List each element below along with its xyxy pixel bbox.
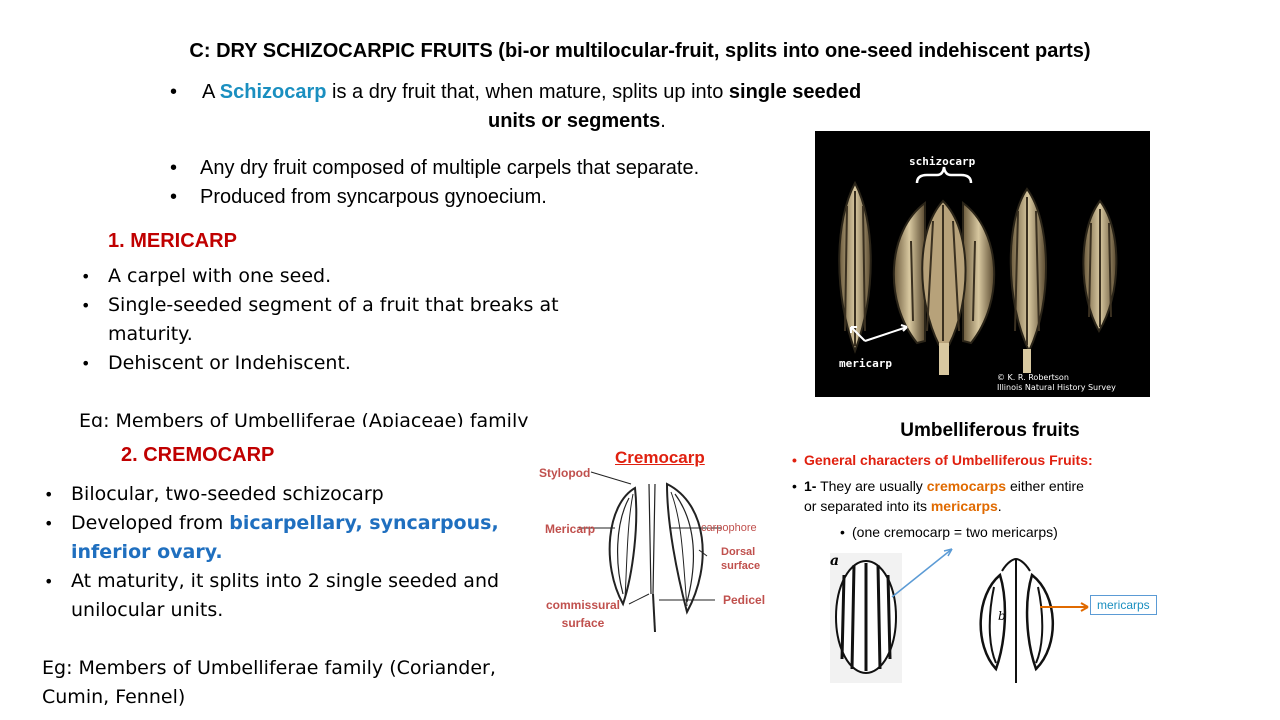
- list-item-text: A carpel with one seed.: [108, 265, 332, 287]
- list-item-text: Dehiscent or Indehiscent.: [108, 352, 351, 374]
- umbelliferous-panel: Umbelliferous fruits • General character…: [792, 412, 1188, 712]
- text: A: [202, 81, 220, 103]
- heading-cremocarp: 2. CREMOCARP: [121, 444, 275, 466]
- text: is a dry fruit that, when mature, splits…: [326, 81, 729, 103]
- diagram-label-mericarp: Mericarp: [545, 522, 596, 536]
- example-text: Eg: Members of Umbelliferae family (Cori…: [42, 657, 496, 679]
- bullet-dot: •: [44, 514, 54, 533]
- schizocarp-photo-illustration: [838, 166, 1118, 375]
- list-item-text: Single-seeded segment of a fruit that br…: [108, 294, 559, 316]
- mericarp-list: • A carpel with one seed. • Single-seeded …: [78, 262, 638, 378]
- bullet-dot: •: [81, 267, 91, 286]
- bold-text: single seeded: [728, 81, 862, 103]
- bullet-text: Produced from syncarpous gynoecium.: [200, 186, 547, 208]
- umbel-general-text: General characters of Umbelliferous Frui…: [804, 452, 1093, 468]
- bullet-dot: •: [81, 354, 91, 373]
- intro-bullet-schizocarp: • A Schizocarp is a dry fruit that, when…: [170, 78, 1000, 136]
- cremocarp-diagram-illustration: [579, 471, 721, 633]
- bullet-dot: •: [170, 186, 178, 208]
- list-item: • Single-seeded segment of a fruit that b…: [78, 291, 638, 349]
- umbel-title: Umbelliferous fruits: [900, 420, 1080, 441]
- fig-label-b: b: [998, 609, 1006, 623]
- intro-bullet-carpels: • Any dry fruit composed of multiple car…: [170, 154, 810, 183]
- example-text: Eg: Members of Umbelliferae (Apiaceae) f…: [79, 410, 529, 427]
- diagram-title: Cremocarp: [615, 448, 705, 467]
- credit-text: Illinois Natural History Survey: [997, 383, 1116, 392]
- list-item-text: maturity.: [108, 323, 193, 345]
- text: .: [997, 498, 1002, 514]
- list-item: • A carpel with one seed.: [78, 262, 638, 291]
- photo-credit: © K. R. Robertson Illinois Natural Histo…: [997, 373, 1116, 393]
- list-item: • Dehiscent or Indehiscent.: [78, 349, 638, 378]
- photo-label-schizocarp: schizocarp: [909, 155, 976, 168]
- cremocarp-list: • Bilocular, two-seeded schizocarp • Devel…: [41, 480, 561, 625]
- schizocarp-photo: schizocarp mericarp © K. R. Robertson Il…: [815, 131, 1150, 397]
- umbel-line-cremocarps: • 1- They are usually cremocarps either …: [792, 476, 1188, 516]
- label-text: commissural: [545, 598, 621, 612]
- diagram-label-carpophore: carpophore: [701, 522, 757, 534]
- umbel-fruit-illustration: [830, 548, 1089, 683]
- diagram-label-commissural: commissural surface: [543, 596, 623, 632]
- term-cremocarps: cremocarps: [926, 478, 1007, 494]
- text: either entire: [1006, 478, 1084, 494]
- bullet-dot: •: [170, 81, 178, 103]
- heading-mericarp: 1. MERICARP: [108, 230, 237, 252]
- list-item-text: At maturity, it splits into 2 single see…: [71, 570, 500, 592]
- bullet-dot: •: [44, 572, 54, 591]
- bullet-dot: •: [170, 157, 178, 179]
- equation-text: (one cremocarp = two mericarps): [852, 524, 1058, 540]
- bullet-dot: •: [792, 478, 797, 494]
- diagram-label-stylopod: Stylopod: [539, 466, 591, 480]
- bullet-dot: •: [44, 485, 54, 504]
- umbel-line-general: • General characters of Umbelliferous Fr…: [792, 450, 1188, 470]
- highlight-text: inferior ovary.: [71, 541, 223, 563]
- example-text: Cumin, Fennel): [42, 686, 186, 708]
- bullet-text: Any dry fruit composed of multiple carpe…: [200, 157, 700, 179]
- text: .: [660, 110, 666, 132]
- number: 1-: [804, 478, 817, 494]
- mericarp-example: Eg: Members of Umbelliferae (Apiaceae) f…: [79, 407, 528, 427]
- list-item-text: Developed from: [71, 512, 230, 534]
- bullet-dot: •: [792, 452, 797, 468]
- cremocarp-diagram: Cremocarp Stylopod Mericarp carpophore D…: [537, 444, 777, 634]
- bullet-dot: •: [81, 296, 91, 315]
- bold-text: units or segments: [488, 110, 661, 132]
- bullet-dot: •: [840, 524, 845, 540]
- term-mericarps: mericarps: [930, 498, 998, 514]
- list-item: • Bilocular, two-seeded schizocarp: [41, 480, 561, 509]
- fig-label-a: a: [830, 553, 840, 569]
- list-item: • At maturity, it splits into 2 single se…: [41, 567, 561, 625]
- mericarps-callout: mericarps: [1090, 595, 1157, 615]
- list-item-text: unilocular units.: [71, 599, 224, 621]
- photo-label-mericarp: mericarp: [839, 357, 892, 370]
- list-item: • Developed from bicarpellary, syncarpous…: [41, 509, 561, 567]
- umbel-fruit-drawings: a b mericarps: [792, 545, 1188, 695]
- text: They are usually: [816, 478, 927, 494]
- intro-bullet-syncarpous: • Produced from syncarpous gynoecium.: [170, 183, 810, 212]
- cremocarp-example: Eg: Members of Umbelliferae family (Cori…: [42, 654, 562, 712]
- label-text: surface: [561, 616, 605, 630]
- term-schizocarp: Schizocarp: [219, 81, 327, 103]
- highlight-text: bicarpellary, syncarpous,: [229, 512, 499, 534]
- umbel-line-equation: • (one cremocarp = two mericarps): [792, 522, 1188, 542]
- label-text: surface: [721, 560, 761, 572]
- text: or separated into its: [804, 498, 931, 514]
- label-text: Dorsal: [721, 546, 756, 558]
- slide-title: C: DRY SCHIZOCARPIC FRUITS (bi-or multil…: [189, 40, 1091, 62]
- list-item-text: Bilocular, two-seeded schizocarp: [71, 483, 384, 505]
- diagram-label-dorsal: Dorsal surface: [721, 545, 760, 573]
- diagram-label-pedicel: Pedicel: [723, 593, 766, 607]
- credit-text: © K. R. Robertson: [997, 373, 1069, 382]
